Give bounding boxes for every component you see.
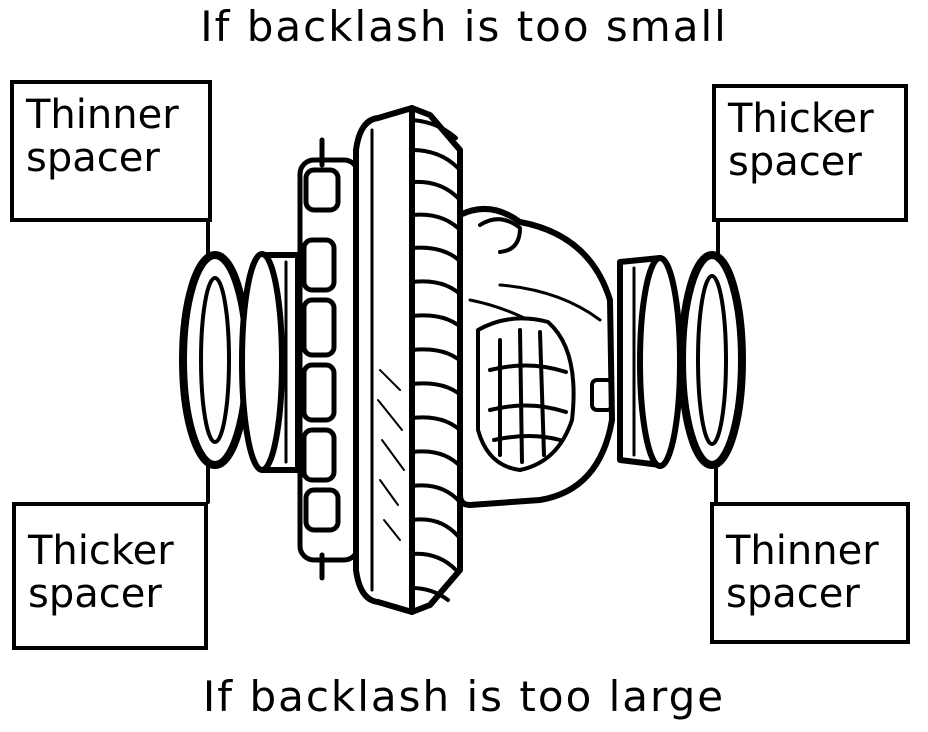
right-spacer-ring: [678, 251, 746, 469]
left-spacer-ring: [179, 251, 251, 469]
label-top-right: Thicker spacer: [712, 84, 908, 222]
left-hub: [297, 137, 361, 581]
label-top-left-line2: spacer: [26, 135, 160, 181]
top-heading: If backlash is too small: [200, 2, 728, 51]
label-bottom-right-line1: Thinner: [726, 528, 879, 574]
label-top-right-line1: Thicker: [728, 96, 874, 142]
bottom-heading: If backlash is too large: [202, 672, 726, 721]
label-top-left-line1: Thinner: [26, 92, 179, 138]
ring-gear-shading: [377, 369, 405, 541]
label-top-left: Thinner spacer: [10, 80, 212, 222]
label-bottom-left-line1: Thicker: [28, 528, 174, 574]
label-bottom-right-line2: spacer: [726, 571, 860, 617]
left-bearing: [239, 251, 301, 473]
label-bottom-left-line2: spacer: [28, 571, 162, 617]
label-top-right-line2: spacer: [728, 139, 862, 185]
label-bottom-left: Thicker spacer: [12, 502, 208, 650]
label-bottom-right: Thinner spacer: [710, 502, 910, 644]
right-bearing: [617, 255, 683, 469]
gear-teeth: [410, 118, 468, 602]
pinion-window: [476, 316, 614, 472]
ring-gear: [353, 105, 463, 615]
